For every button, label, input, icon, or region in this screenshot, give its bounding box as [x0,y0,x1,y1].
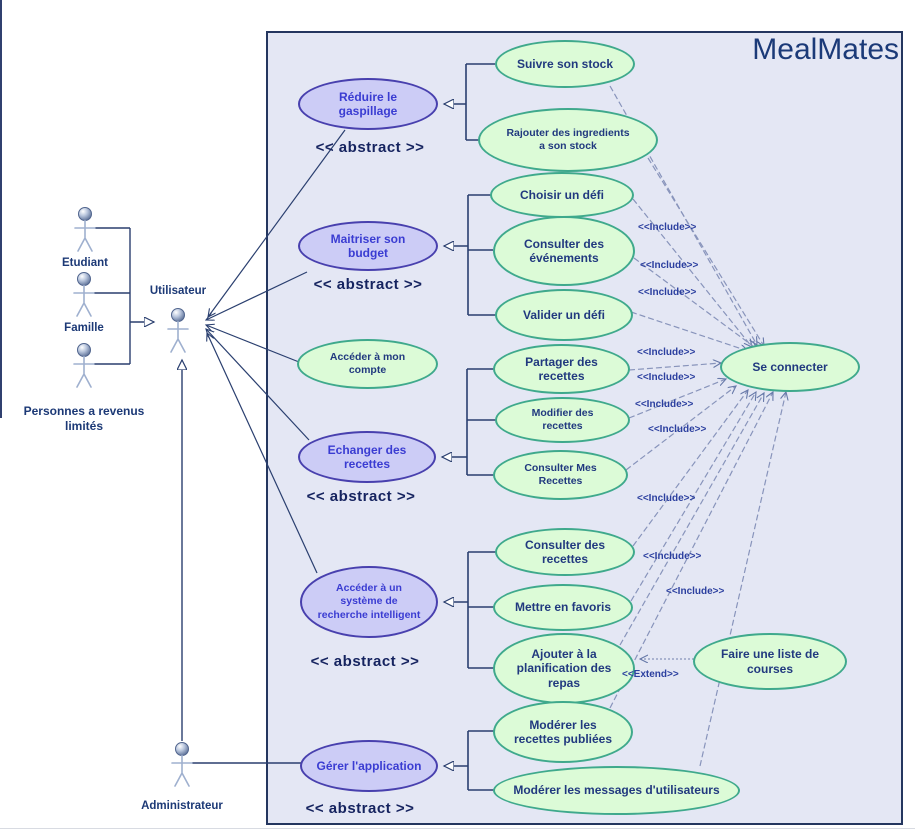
actor-administrateur-figure [171,742,193,787]
actor-personnes-figure [73,343,95,388]
usecase-maitriser-son-budget: Maitriser son budget [298,221,438,271]
include-label-1: <<Include>> [638,222,697,233]
actor-label-famille: Famille [64,322,104,334]
bottom-divider [0,828,915,829]
stereotype-abstract-4: << abstract >> [310,653,420,670]
include-label-8: <<Include>> [637,493,696,504]
actor-label-etudiant: Etudiant [62,257,108,269]
usecase-consulter-mes-recettes: Consulter Mes Recettes [493,450,628,500]
usecase-modifier-des-recettes: Modifier des recettes [495,397,630,443]
usecase-se-connecter: Se connecter [720,342,860,392]
usecase-acceder-a-mon-compte: Accéder à mon compte [297,339,438,389]
usecase-valider-un-defi: Valider un défi [495,289,633,341]
actor-label-personnes: Personnes a revenus limités [23,404,145,433]
generalization-trees [442,63,496,791]
include-label-10: <<Include>> [666,586,725,597]
usecase-consulter-des-recettes: Consulter des recettes [495,528,635,576]
administrateur-links [182,360,301,764]
usecase-ajouter-planification-repas: Ajouter à la planification des repas [493,633,635,704]
usecase-gerer-application: Gérer l'application [300,740,438,792]
usecase-faire-une-liste-de-courses: Faire une liste de courses [693,633,847,690]
usecase-choisir-un-defi: Choisir un défi [490,172,634,218]
usecase-reduire-le-gaspillage: Réduire le gaspillage [298,78,438,130]
actor-label-administrateur: Administrateur [141,800,223,812]
usecase-systeme-recherche-intelligent: Accéder à un système de recherche intell… [300,566,438,638]
stereotype-abstract-2: << abstract >> [313,276,423,293]
window-edge-line [0,0,2,418]
usecase-suivre-son-stock: Suivre son stock [495,40,635,88]
usecase-consulter-des-evenements: Consulter des événements [493,216,635,286]
usecase-moderer-messages-utilisateurs: Modérer les messages d'utilisateurs [493,766,740,815]
include-label-6: <<Include>> [635,399,694,410]
stereotype-abstract-5: << abstract >> [305,800,415,817]
usecase-mettre-en-favoris: Mettre en favoris [493,584,633,631]
include-label-5: <<Include>> [637,372,696,383]
usecase-partager-des-recettes: Partager des recettes [493,344,630,394]
include-label-9: <<Include>> [643,551,702,562]
utilisateur-associations [206,129,346,574]
include-label-7: <<Include>> [648,424,707,435]
include-label-3: <<Include>> [638,287,697,298]
actor-generalization-bracket [94,227,154,365]
actor-etudiant-figure [74,207,96,252]
actor-famille-figure [73,272,95,317]
actor-label-utilisateur: Utilisateur [149,285,207,297]
extend-label: <<Extend>> [622,669,679,680]
usecase-echanger-des-recettes: Echanger des recettes [298,431,436,483]
stereotype-abstract-1: << abstract >> [315,139,425,156]
usecase-rajouter-ingredients: Rajouter des ingredients a son stock [478,108,658,172]
include-label-2: <<Include>> [640,260,699,271]
include-label-4: <<Include>> [637,347,696,358]
actor-utilisateur-figure [167,308,189,353]
stereotype-abstract-3: << abstract >> [306,488,416,505]
system-title: MealMates [752,33,899,66]
usecase-moderer-recettes-publiees: Modérer les recettes publiées [493,701,633,763]
